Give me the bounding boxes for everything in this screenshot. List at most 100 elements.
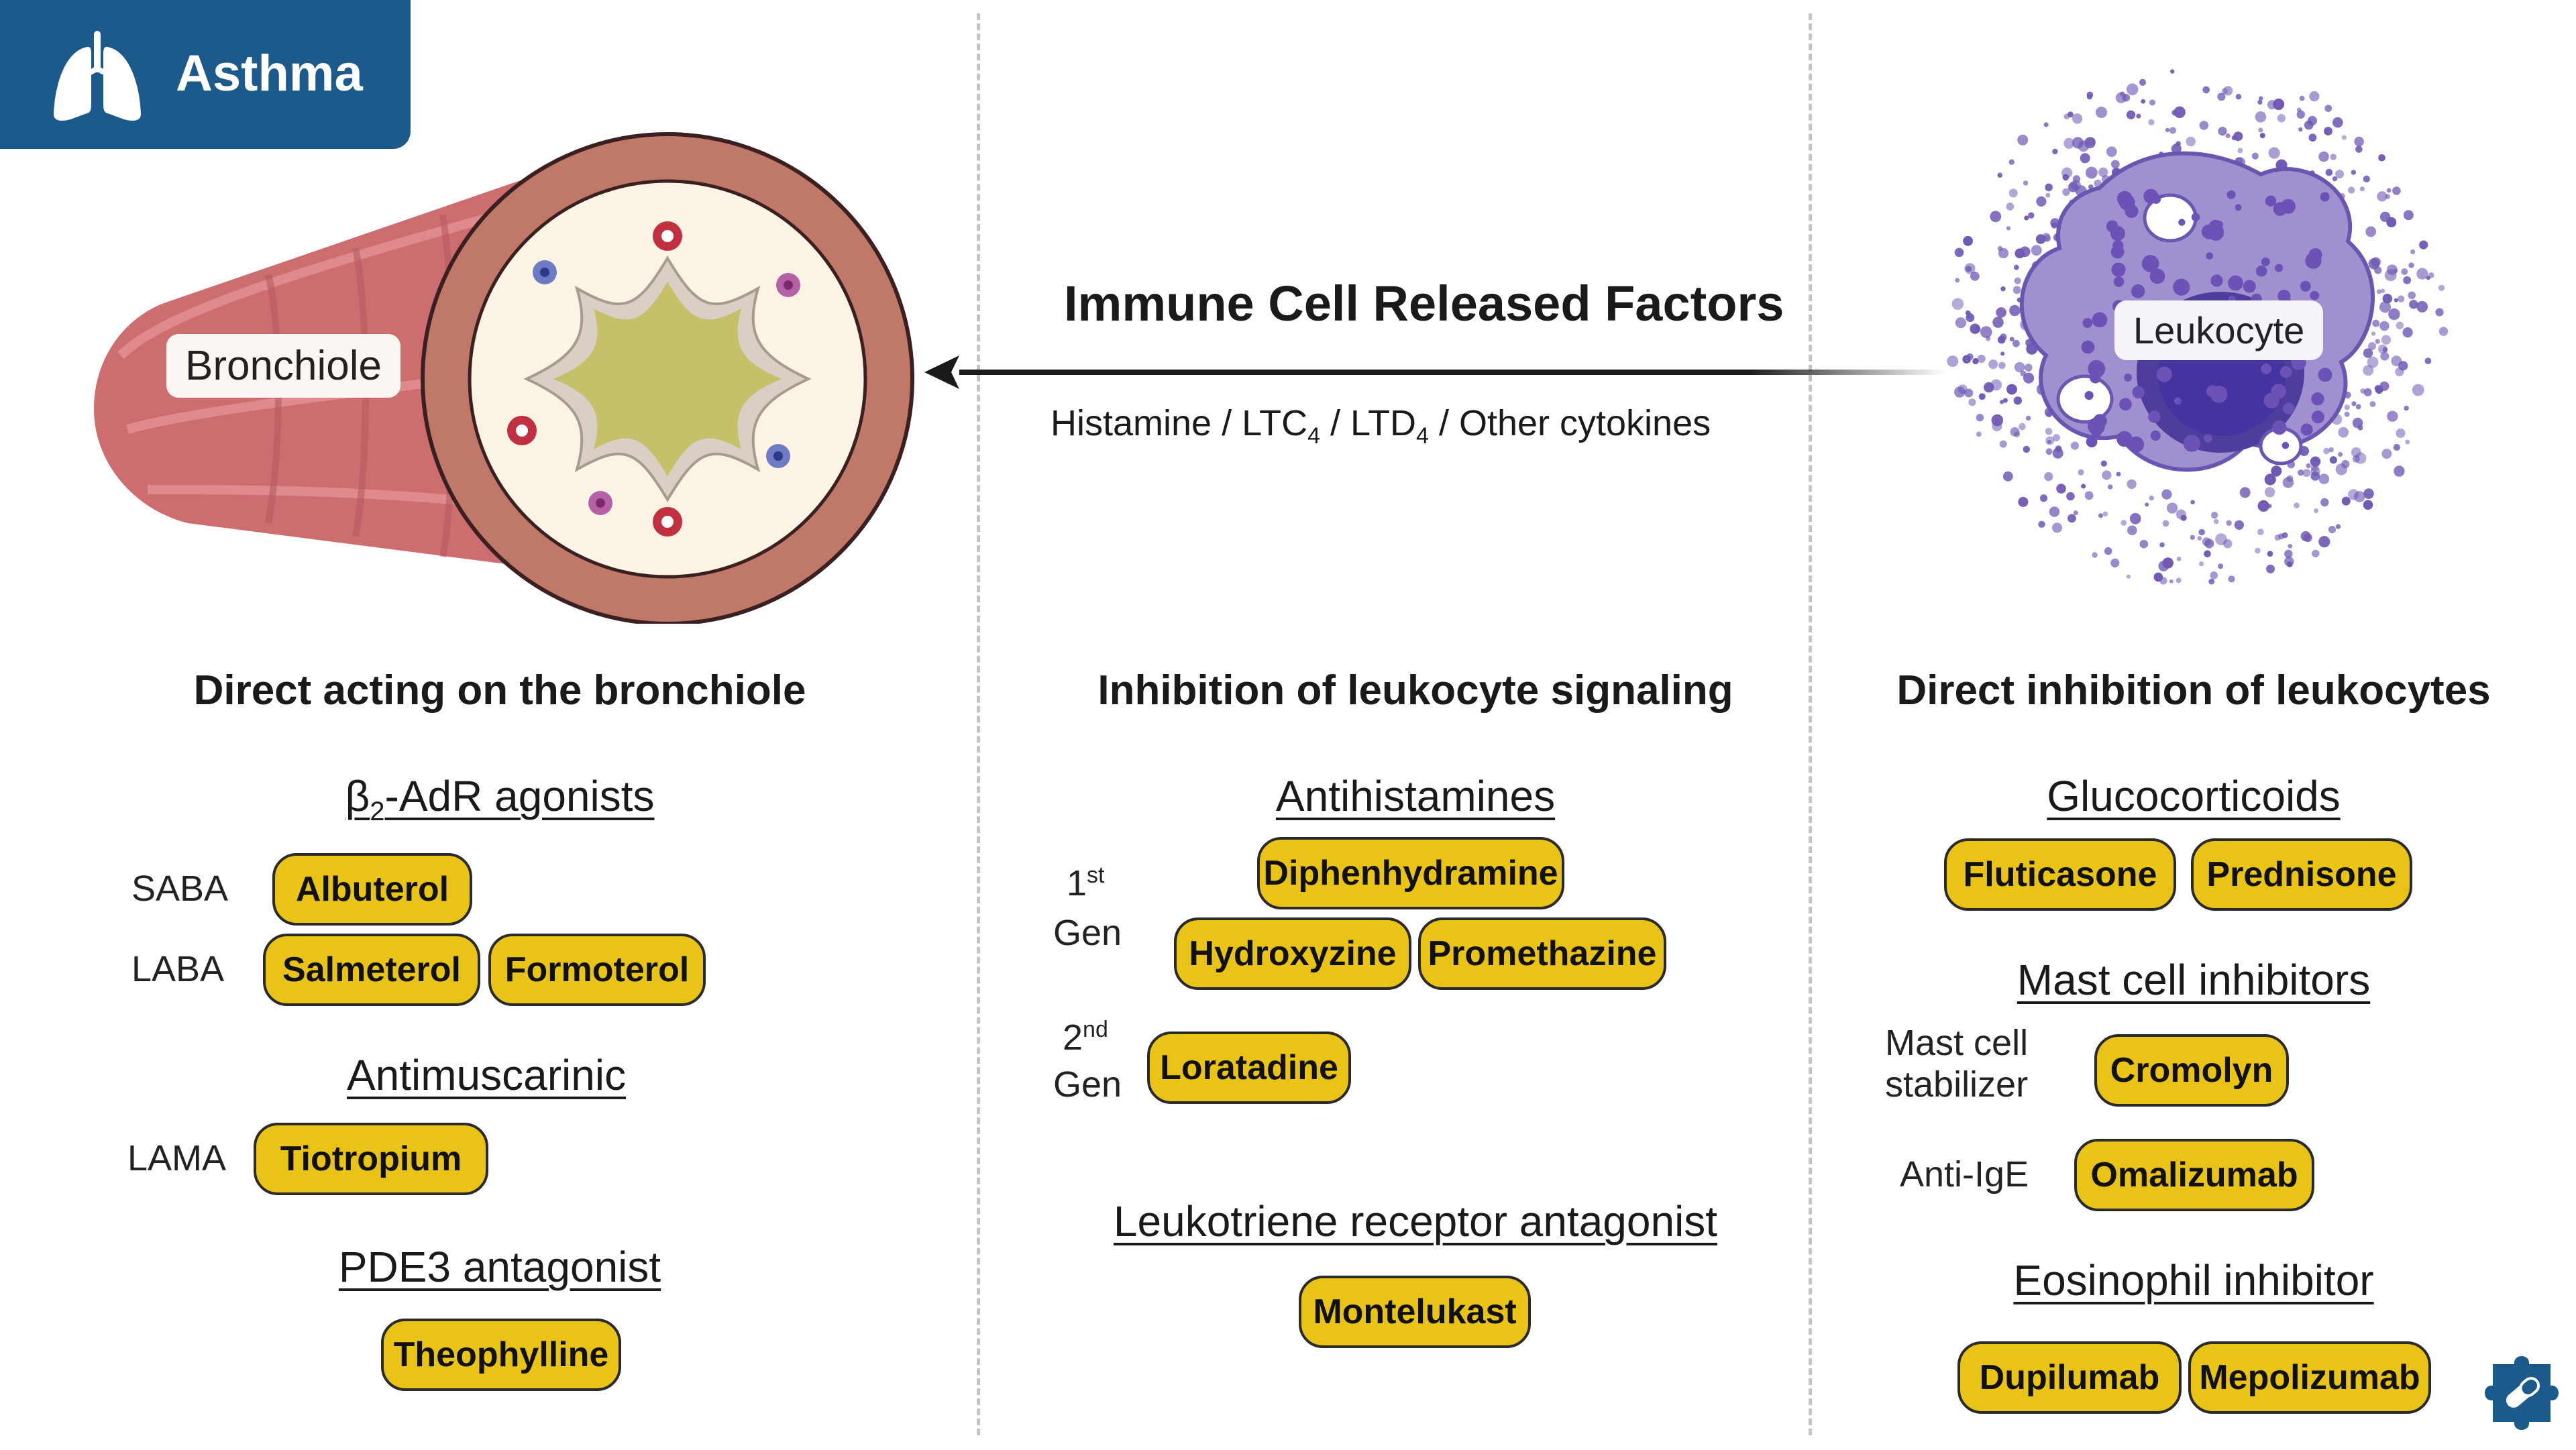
arrow-title: Immune Cell Released Factors [1064,276,1784,331]
drug-pill-mepolizumab[interactable]: Mepolizumab [2188,1341,2431,1414]
drug-pill-montelukast[interactable]: Montelukast [1299,1276,1531,1348]
lra-heading: Leukotriene receptor antagonist [1113,1197,1718,1245]
drug-pill-omalizumab[interactable]: Omalizumab [2074,1139,2314,1211]
granule [2380,351,2390,361]
granule [2218,563,2224,569]
granule [2063,113,2070,119]
granule [2149,99,2156,106]
drug-pill-promethazine[interactable]: Promethazine [1418,917,1666,990]
column-divider [977,13,980,1435]
drug-pill-salmeterol[interactable]: Salmeterol [263,934,480,1006]
drug-pill-dupilumab[interactable]: Dupilumab [1957,1341,2182,1414]
pde3-heading: PDE3 antagonist [338,1243,661,1291]
granule [2360,388,2366,394]
eosinophil-heading: Eosinophil inhibitor [2013,1256,2374,1304]
granule [2169,579,2174,583]
granule [2264,473,2276,486]
granule [2125,205,2139,218]
granule [2110,558,2120,568]
drug-pill-prednisone[interactable]: Prednisone [2191,838,2412,911]
granule [1997,172,2002,178]
granule [2279,366,2292,378]
gen1-label: 1st [1067,864,1105,901]
drug-pill-diphenhydramine[interactable]: Diphenhydramine [1257,837,1564,909]
granule [2213,518,2219,524]
granule [2310,456,2321,467]
granule [1955,278,1960,283]
granule [2378,154,2385,162]
granule [2438,284,2445,291]
granule [2282,441,2290,449]
laba-label: LABA [131,949,225,989]
gen2-word: Gen [1053,1064,1122,1105]
granule [2129,512,2141,524]
granule [2086,137,2096,146]
granule [2271,384,2286,399]
drug-pill-cromolyn[interactable]: Cromolyn [2094,1034,2289,1107]
granule [2341,135,2347,140]
drug-pill-formoterol[interactable]: Formoterol [488,934,706,1006]
drug-pill-loratadine[interactable]: Loratadine [1147,1031,1351,1104]
mast-stabilizer-label: Mast cell stabilizer [1885,1022,2028,1105]
granule [2374,385,2381,392]
granule [2128,436,2145,453]
factor-subscript: 4 [1307,423,1321,449]
granule [2139,539,2149,549]
granule [2257,500,2269,512]
granule [2318,151,2329,162]
granule [2139,78,2147,86]
granule [2308,133,2317,142]
granule [1951,298,1964,311]
granule [2111,262,2126,277]
bronchiole-label: Bronchiole [166,334,400,398]
granule [2387,410,2398,422]
granule [2259,133,2265,139]
granule [2178,219,2186,226]
granule [1963,235,1973,246]
granule [2124,374,2132,382]
drug-pill-fluticasone[interactable]: Fluticasone [1944,838,2176,911]
granule [2257,99,2263,105]
lungs-icon [54,31,141,121]
granule [2381,449,2392,459]
granule [2044,472,2053,482]
granule [2218,127,2227,136]
granule [2149,495,2154,501]
granule [2158,561,2169,571]
granule [2405,439,2410,445]
drug-pill-tiotropium[interactable]: Tiotropium [254,1123,488,1195]
granule [2000,286,2006,292]
granule [2408,262,2414,268]
drug-pill-theophylline[interactable]: Theophylline [381,1319,621,1391]
right-column-title: Direct inhibition of leukocytes [1896,667,2491,714]
granule [2014,431,2021,438]
granule [2023,445,2030,453]
granule [2210,274,2223,287]
granule [2085,166,2098,179]
granule [2328,526,2337,534]
granule [2204,434,2212,443]
granule [1998,247,2009,259]
granule [2006,203,2015,211]
granule [2170,69,2175,74]
granule [2348,489,2359,500]
granule [2296,110,2305,119]
granule [2210,571,2218,579]
leukocyte-label: Leukocyte [2114,300,2324,360]
granule [2131,284,2145,298]
granule [2296,107,2302,113]
granule [2305,252,2322,269]
granule [2126,83,2139,95]
granule [2288,544,2292,549]
gen1-number: 1 [1067,863,1087,903]
granule [2045,448,2053,455]
granule [2174,397,2182,405]
puzzle-pill-icon [2485,1356,2559,1430]
saba-label: SABA [131,869,229,909]
granule [2052,447,2063,459]
granule [2081,484,2086,489]
drug-pill-albuterol[interactable]: Albuterol [272,853,472,926]
drug-pill-hydroxyzine[interactable]: Hydroxyzine [1174,917,1411,990]
granule [2277,114,2286,123]
granule [2419,240,2428,249]
